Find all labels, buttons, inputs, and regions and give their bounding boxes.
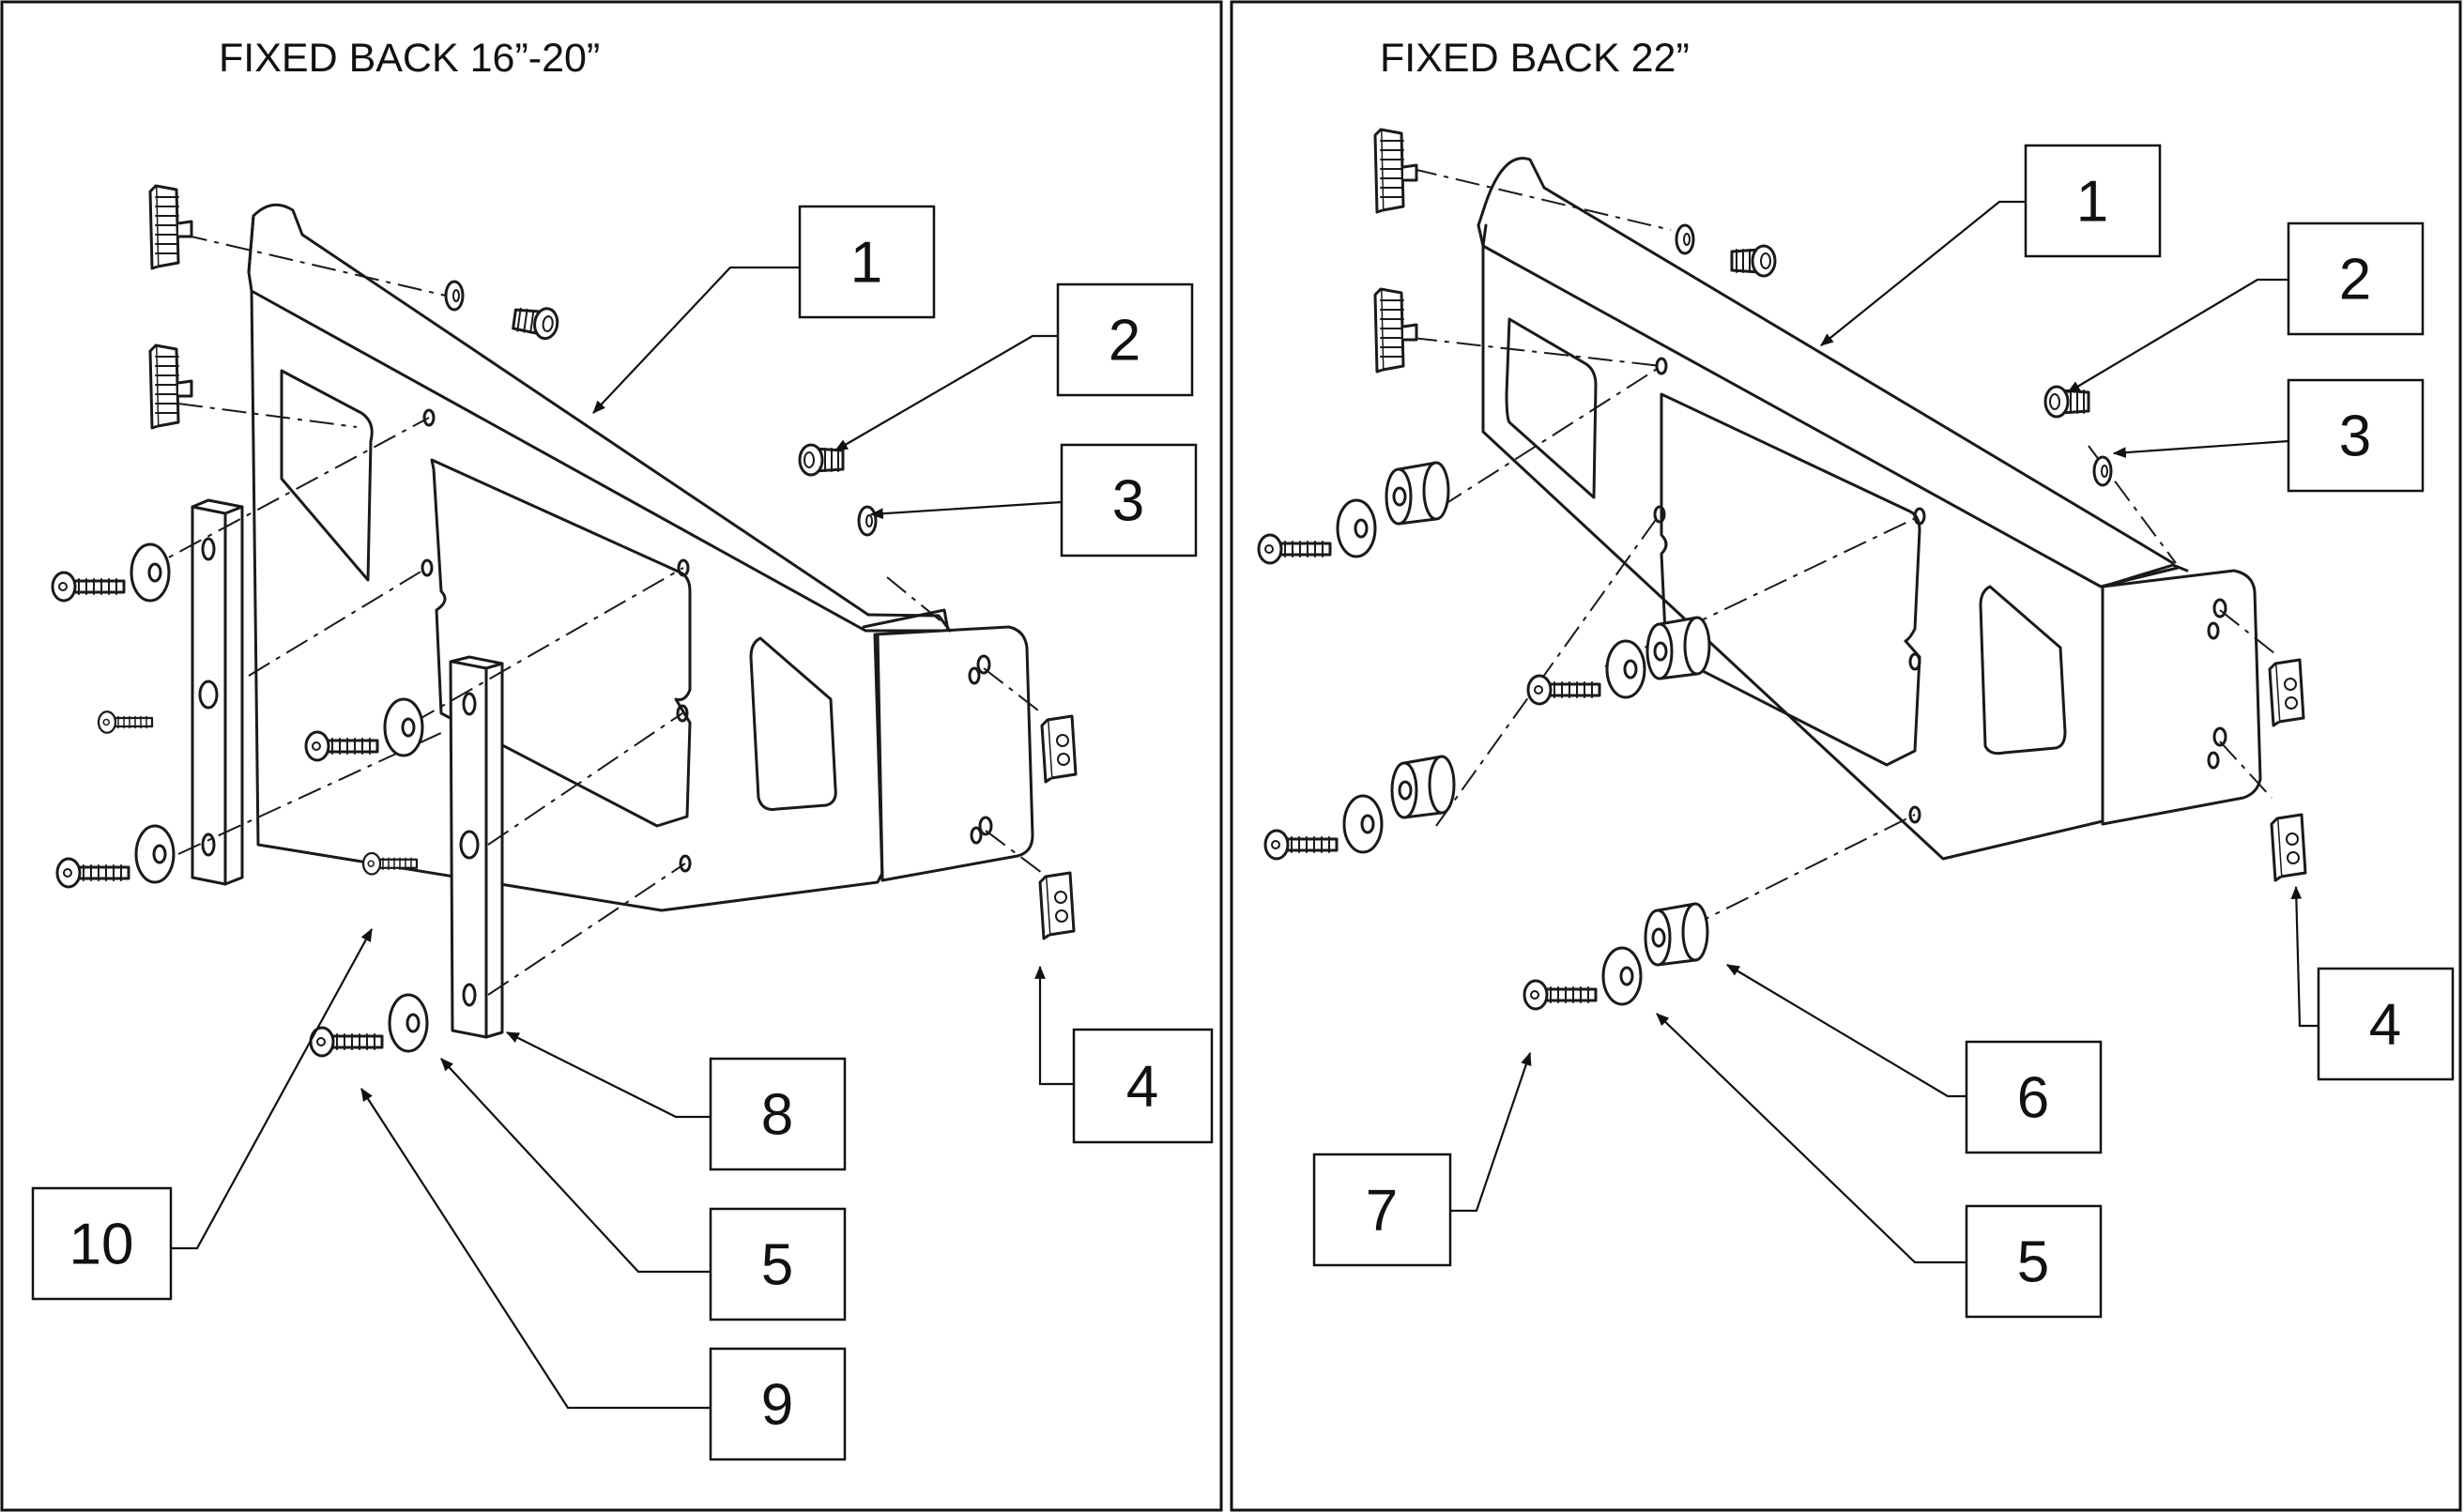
callout-6-right: 6 xyxy=(1965,1040,2103,1154)
callout-3-right: 3 xyxy=(2287,378,2425,493)
callout-3-left: 3 xyxy=(1060,443,1198,557)
svg-text:3: 3 xyxy=(1112,469,1144,534)
svg-text:3: 3 xyxy=(2339,405,2371,469)
callout-7-right: 7 xyxy=(1312,1153,1452,1267)
svg-text:4: 4 xyxy=(1126,1055,1158,1120)
svg-text:1: 1 xyxy=(2076,170,2108,235)
callout-1-right: 1 xyxy=(2024,144,2162,258)
svg-text:8: 8 xyxy=(761,1083,793,1148)
callout-2-left: 2 xyxy=(1056,283,1194,397)
left-bracket-assembly xyxy=(247,203,1034,912)
callout-8-left: 8 xyxy=(709,1057,847,1171)
left-panel-title: FIXED BACK 16”-20” xyxy=(219,36,600,81)
right-callout-leaders xyxy=(1450,200,2319,1264)
right-bracket-assembly xyxy=(1477,157,2262,861)
svg-text:6: 6 xyxy=(2017,1066,2049,1131)
svg-text:10: 10 xyxy=(69,1213,134,1277)
svg-text:1: 1 xyxy=(850,231,882,296)
right-assembly-lines xyxy=(1412,168,2280,949)
svg-text:2: 2 xyxy=(2339,248,2371,313)
svg-text:5: 5 xyxy=(761,1233,793,1298)
callout-5-left: 5 xyxy=(709,1207,847,1321)
callout-4-left: 4 xyxy=(1072,1028,1214,1144)
callout-1-left: 1 xyxy=(798,205,936,319)
left-vertical-bars xyxy=(191,498,504,1039)
right-hardware xyxy=(1257,128,2307,1011)
right-panel-frame xyxy=(1230,0,2462,1512)
callout-5-right: 5 xyxy=(1965,1204,2103,1319)
callout-4-right: 4 xyxy=(2317,967,2455,1081)
svg-text:5: 5 xyxy=(2017,1230,2049,1295)
right-panel-title: FIXED BACK 22” xyxy=(1380,36,1690,81)
left-callout-leaders xyxy=(171,266,1074,1410)
callout-10-left: 10 xyxy=(31,1186,173,1301)
svg-text:9: 9 xyxy=(761,1373,793,1438)
svg-text:4: 4 xyxy=(2369,993,2401,1058)
callout-2-right: 2 xyxy=(2287,221,2425,336)
left-panel-frame xyxy=(0,0,1223,1512)
svg-text:7: 7 xyxy=(1366,1179,1398,1244)
svg-text:2: 2 xyxy=(1109,309,1140,374)
callout-9-left: 9 xyxy=(709,1347,847,1461)
